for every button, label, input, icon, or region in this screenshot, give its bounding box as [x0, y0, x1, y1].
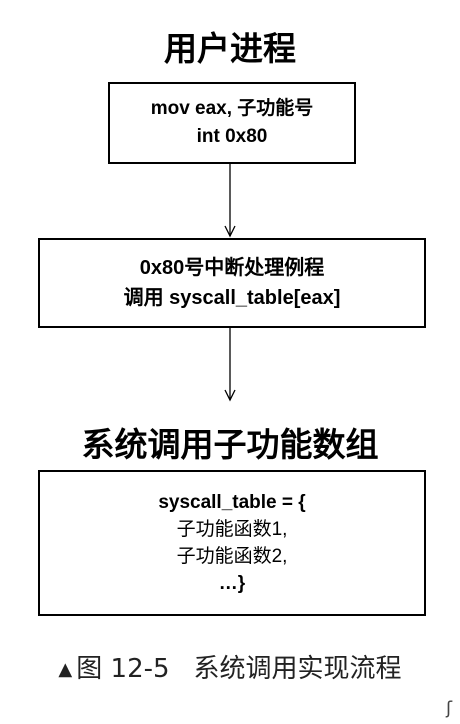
arrow-user-to-handler [224, 162, 236, 238]
table-line-2: 子功能函数1, [176, 519, 288, 540]
table-line-3: 子功能函数2, [176, 546, 288, 567]
user-code-line-1: mov eax, 子功能号 [150, 98, 314, 119]
corner-mark: ʃ [446, 698, 453, 719]
table-line-4: …} [218, 573, 246, 594]
caption-text: 系统调用实现流程 [193, 654, 402, 684]
arrow-handler-to-table [224, 326, 236, 402]
user-code-line-2: int 0x80 [196, 126, 268, 147]
syscall-array-title: 系统调用子功能数组 [81, 425, 379, 464]
handler-line-1: 0x80号中断处理例程 [139, 257, 325, 279]
caption-marker-icon: ▲ [58, 659, 73, 680]
user-process-title: 用户进程 [164, 29, 296, 68]
syscall-table-box: syscall_table = { 子功能函数1, 子功能函数2, …} [38, 470, 426, 616]
user-code-box: mov eax, 子功能号 int 0x80 [108, 82, 356, 164]
handler-line-2: 调用 syscall_table[eax] [123, 287, 341, 309]
figure-caption: ▲图 12-5 系统调用实现流程 [0, 648, 460, 685]
table-line-1: syscall_table = { [158, 492, 306, 513]
interrupt-handler-box: 0x80号中断处理例程 调用 syscall_table[eax] [38, 238, 426, 328]
figure-number: 图 12-5 [76, 654, 170, 684]
